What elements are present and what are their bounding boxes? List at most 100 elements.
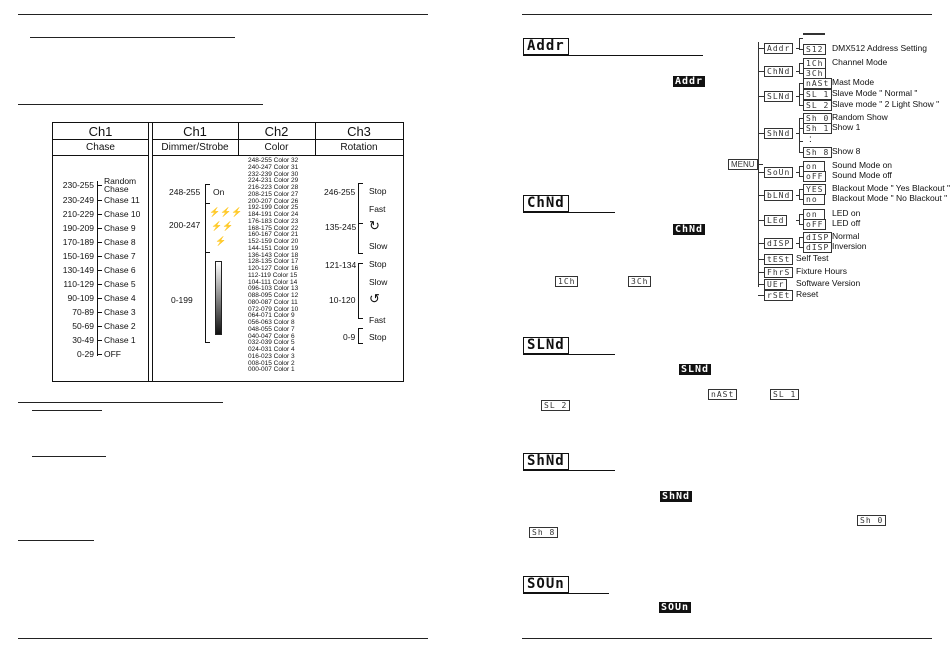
inline-addr-display: Addr (673, 76, 706, 87)
inline-soun-display: SOUn (659, 602, 692, 613)
chase-range: 70-89 (72, 307, 94, 317)
ch2-sub-header: Color (264, 142, 289, 153)
lightning-icon: ⚡⚡⚡ (209, 207, 243, 217)
chase-label: Chase 5 (104, 279, 136, 289)
menu-sub-display: dISP (803, 242, 833, 253)
option-sl1-display: SL 1 (770, 389, 800, 400)
color-row: 232-239 Color 30 (248, 170, 299, 178)
color-row: 040-047 Color 6 (248, 332, 295, 340)
color-row: 080-087 Color 11 (248, 298, 298, 306)
color-row: 096-103 Color 13 (248, 285, 299, 293)
menu-sub-description: Slave mode " 2 Light Show " (832, 99, 940, 109)
ch3-sub-header: Rotation (340, 142, 378, 153)
ch1-sub-header: Dimmer/Strobe (161, 142, 229, 153)
ch1-on-label: On (213, 187, 225, 197)
dimmer-gradient-bar (215, 261, 222, 335)
ch1-header: Ch1 (183, 124, 207, 139)
chase-range: 110-129 (63, 279, 94, 289)
chase-range: 50-69 (72, 321, 94, 331)
chase-range: 150-169 (62, 251, 94, 261)
ch3-stop-1: Stop (369, 186, 387, 196)
color-row: 120-127 Color 16 (248, 265, 299, 272)
menu-sub-description: Sound Mode off (832, 170, 892, 180)
lightning-icon: ⚡ (215, 236, 227, 246)
menu-sub-display: SL 1 (803, 89, 833, 100)
ch3-range-5: 0-9 (343, 332, 356, 342)
inline-slnd-display: SLNd (679, 364, 712, 375)
section-slnd-display: SLNd (523, 337, 569, 354)
color-row: 112-119 Color 15 (248, 271, 298, 279)
inline-chnd-display: ChNd (673, 224, 706, 235)
menu-item-display: tESt (764, 254, 794, 265)
color-row: 088-095 Color 12 (248, 292, 299, 299)
ch3-slow-2: Slow (369, 277, 388, 287)
color-row: 240-247 Color 31 (248, 163, 299, 171)
menu-item-display: LEd (764, 215, 788, 226)
heading-underline (32, 456, 106, 457)
menu-ellipsis: : (809, 134, 812, 145)
heading-underline (30, 37, 235, 38)
chase-range: 210-229 (62, 209, 94, 219)
section-soun-display: SOUn (523, 576, 569, 593)
chase-range: 170-189 (62, 237, 94, 247)
menu-sub-display: Sh 8 (803, 147, 833, 158)
color-row: 032-039 Color 5 (248, 339, 295, 347)
menu-item-display: ChNd (764, 66, 794, 77)
option-1ch-display: 1Ch (555, 276, 579, 287)
ch3-range-4: 10-120 (329, 295, 356, 305)
heading-underline (18, 402, 223, 403)
clockwise-icon: ↻ (369, 218, 380, 233)
chase-label: Chase 9 (104, 223, 136, 233)
menu-sub-display (803, 33, 825, 35)
menu-item-display: SoUn (764, 167, 794, 178)
section-shnd-display: ShNd (523, 453, 569, 470)
color-row: 024-031 Color 4 (248, 346, 295, 353)
chase-label: Chase 11 (104, 195, 140, 205)
chase-label: Chase 3 (104, 307, 136, 317)
ch3-slow-1: Slow (369, 241, 388, 251)
menu-sub-display: no (803, 194, 825, 205)
chase-label: Chase 1 (104, 335, 136, 345)
menu-sub-description: DMX512 Address Setting (832, 43, 927, 53)
chase-label: Chase 10 (104, 209, 141, 219)
bottom-rule (522, 638, 932, 639)
ch3-range-3: 121-134 (325, 260, 357, 270)
section-chnd-display: ChNd (523, 195, 569, 212)
menu-item-display: rSEt (764, 290, 794, 301)
color-row: 160-167 Color 21 (248, 231, 299, 239)
chase-label: Chase 7 (104, 251, 136, 261)
heading-underline (32, 410, 102, 411)
color-row: 064-071 Color 9 (248, 312, 295, 320)
top-rule (18, 14, 428, 15)
chase-label: Chase 2 (104, 321, 136, 331)
color-row: 208-215 Color 27 (248, 190, 299, 198)
color-row: 152-159 Color 20 (248, 238, 299, 245)
chase-range: 90-109 (67, 293, 94, 303)
color-row: 144-151 Color 19 (248, 244, 299, 252)
menu-root: MENU (728, 159, 758, 170)
ch3-fast-1: Fast (369, 204, 386, 214)
color-row: 104-111 Color 14 (248, 278, 298, 286)
heading-underline (18, 540, 94, 541)
color-row: 248-255 Color 32 (248, 157, 299, 164)
color-row: 128-135 Color 17 (248, 258, 299, 266)
inline-shnd-display: ShNd (660, 491, 693, 502)
menu-sub-description: Normal (832, 231, 860, 241)
chase-range: 30-49 (72, 335, 94, 345)
chase-range: 130-149 (62, 265, 94, 275)
section-addr-display: Addr (523, 38, 569, 55)
ch3-stop-2: Stop (369, 259, 387, 269)
menu-sub-description: Inversion (832, 241, 867, 251)
menu-sub-description: Show 8 (832, 146, 861, 156)
menu-item-description: Software Version (796, 278, 861, 288)
color-row: 016-023 Color 3 (248, 352, 295, 360)
menu-sub-description: LED off (832, 218, 861, 228)
color-row: 056-063 Color 8 (248, 319, 295, 326)
menu-item-description: Fixture Hours (796, 266, 848, 276)
option-mast-display: nASt (708, 389, 738, 400)
menu-item-display: SLNd (764, 91, 794, 102)
chase-range: 0-29 (76, 349, 94, 359)
menu-item-display: UEr (764, 279, 788, 290)
menu-sub-display: nASt (803, 78, 833, 89)
ch3-range-2: 135-245 (325, 222, 357, 232)
